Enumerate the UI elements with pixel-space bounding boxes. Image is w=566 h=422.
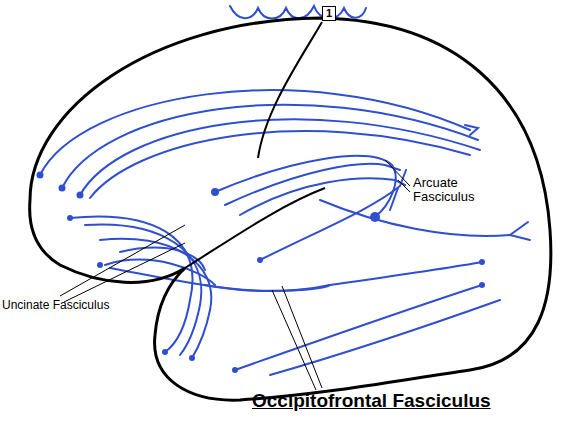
callout-number: 1 [326,7,332,19]
structure-label: Arcuate Fasciculus [413,176,493,204]
structure-label: Uncinate Fasciculus [2,298,109,312]
structure-label: Occipitofrontal Fasciculus [252,390,491,412]
callout-box: 1 [322,6,336,21]
